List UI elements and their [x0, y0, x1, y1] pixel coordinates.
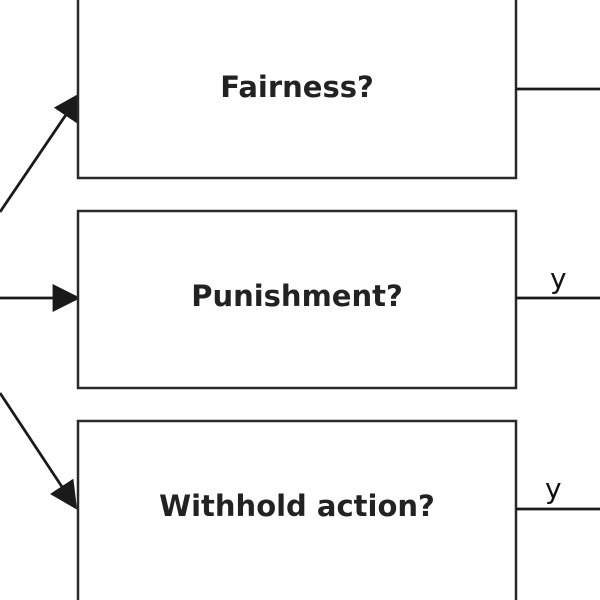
node-label-withhold: Withhold action?	[159, 489, 435, 523]
node-label-fairness: Fairness?	[220, 70, 374, 104]
decision-node-withhold: Withhold action?	[76, 419, 518, 600]
node-label-punishment: Punishment?	[191, 279, 403, 313]
edge-label-withhold-yes: y	[545, 472, 562, 505]
incoming-arrow-fairness	[0, 92, 82, 213]
incoming-arrow-withhold	[0, 392, 78, 510]
edge-label-punishment-yes: y	[550, 262, 567, 295]
decision-node-punishment: Punishment?	[76, 209, 518, 390]
decision-node-fairness: Fairness?	[76, 0, 518, 180]
